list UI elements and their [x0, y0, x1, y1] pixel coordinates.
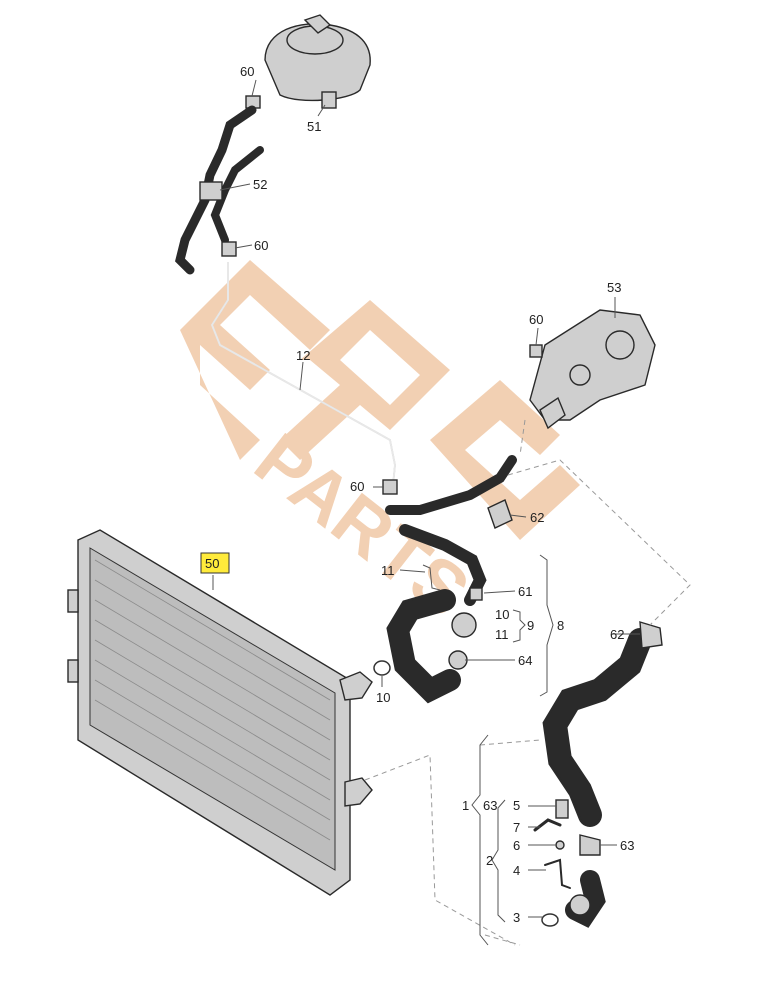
callout-62b[interactable]: 62 [610, 627, 624, 642]
watermark-letter-c [430, 380, 580, 540]
radiator [67, 529, 373, 896]
thermostat-housing [529, 309, 656, 430]
hose-52 [175, 105, 264, 275]
callout-2[interactable]: 2 [486, 853, 493, 868]
callout-11a[interactable]: 11 [381, 563, 395, 578]
callout-63a[interactable]: 63 [483, 798, 497, 813]
clip-60c-icon [529, 344, 543, 358]
callout-60c[interactable]: 60 [529, 312, 543, 327]
callout-4[interactable]: 4 [513, 863, 520, 878]
callout-62a[interactable]: 62 [530, 510, 544, 525]
callout-12[interactable]: 12 [296, 348, 310, 363]
callout-3[interactable]: 3 [513, 910, 520, 925]
callout-5[interactable]: 5 [513, 798, 520, 813]
watermark-letter-p [280, 300, 450, 460]
leader-lines [212, 79, 640, 946]
highlight-50 [200, 552, 230, 574]
callout-60a[interactable]: 60 [240, 64, 254, 79]
callout-6[interactable]: 6 [513, 838, 520, 853]
callout-60d[interactable]: 60 [350, 479, 364, 494]
clip-60d-icon [382, 479, 398, 495]
callout-11b[interactable]: 11 [495, 627, 509, 642]
guide-lines [364, 419, 691, 946]
callout-9[interactable]: 9 [527, 618, 534, 633]
hose-center [385, 455, 517, 704]
callout-61[interactable]: 61 [518, 584, 532, 599]
callout-50[interactable]: 50 [205, 556, 219, 571]
hose-lower-right [533, 621, 663, 928]
callout-7[interactable]: 7 [513, 820, 520, 835]
pipe-12 [210, 262, 397, 486]
callout-8[interactable]: 8 [557, 618, 564, 633]
callout-10a[interactable]: 10 [495, 607, 509, 622]
callout-63b[interactable]: 63 [620, 838, 634, 853]
o-ring-10-icon [373, 660, 391, 676]
watermark-letter-e [180, 260, 330, 460]
expansion-tank [264, 14, 371, 109]
callout-52[interactable]: 52 [253, 177, 267, 192]
clip-60b-icon [221, 241, 237, 257]
callout-53[interactable]: 53 [607, 280, 621, 295]
watermark: PARTS [180, 260, 580, 634]
callout-1[interactable]: 1 [462, 798, 469, 813]
callout-51[interactable]: 51 [307, 119, 321, 134]
callout-60b[interactable]: 60 [254, 238, 268, 253]
callout-10b[interactable]: 10 [376, 690, 390, 705]
connector-62a-icon [487, 499, 513, 529]
callouts: 50 60 51 52 60 12 53 60 60 62 11 61 10 1… [205, 64, 634, 925]
callout-64[interactable]: 64 [518, 653, 532, 668]
